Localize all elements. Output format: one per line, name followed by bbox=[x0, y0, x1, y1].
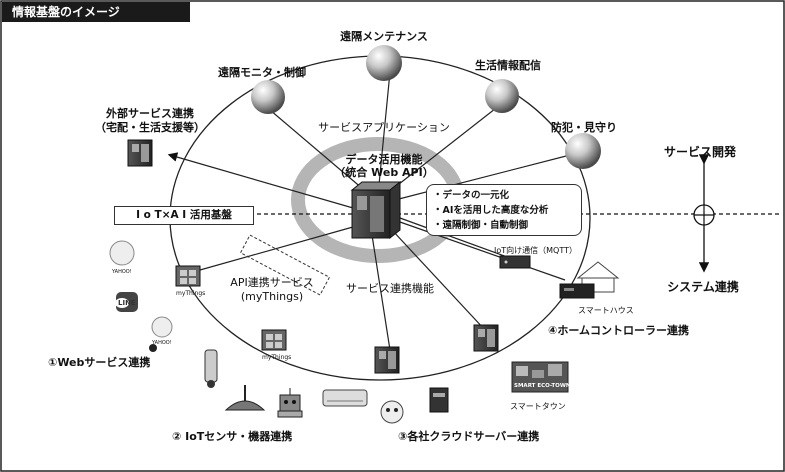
smart-town-icon bbox=[511, 361, 569, 393]
label-monitor: 遠隔モニタ・制御 bbox=[218, 66, 306, 79]
label-section-web: ①Webサービス連携 bbox=[48, 356, 151, 369]
label-service-link: サービス連携機能 bbox=[346, 282, 434, 295]
home-controller-icon bbox=[559, 283, 595, 299]
label-hub-1: データ活用機能 bbox=[345, 153, 423, 166]
spokes bbox=[167, 71, 571, 351]
hub-feature-list: ・データの一元化 ・AIを活用した高度な分析 ・遠隔制御・自動制御 bbox=[426, 184, 582, 236]
label-yahoo-2: YAHOO! bbox=[152, 340, 172, 346]
label-lifeinfo: 生活情報配信 bbox=[475, 59, 541, 72]
feature-item: ・AIを活用した高度な分析 bbox=[433, 205, 549, 216]
home-server bbox=[473, 324, 499, 352]
label-external-2: （宅配・生活支援等） bbox=[95, 121, 205, 134]
lamp-icon bbox=[224, 385, 266, 411]
hub-server bbox=[350, 180, 402, 240]
feature-item: ・遠隔制御・自動制御 bbox=[433, 220, 529, 231]
label-section-home: ④ホームコントローラー連携 bbox=[548, 324, 689, 337]
api-dashed-box bbox=[239, 234, 331, 296]
label-hub-2: （統合 Web API） bbox=[334, 166, 434, 179]
label-security: 防犯・見守り bbox=[551, 121, 617, 134]
label-smarttown-sign: SMART ECO-TOWN bbox=[514, 383, 571, 389]
external-server bbox=[127, 139, 153, 167]
mqtt-router-icon bbox=[499, 255, 531, 269]
label-smarttown: スマートタウン bbox=[510, 402, 566, 411]
yahoo-icon-2 bbox=[151, 316, 173, 338]
thermometer-icon bbox=[204, 349, 218, 388]
label-service-app: サービスアプリケーション bbox=[318, 121, 450, 134]
page-title: 情報基盤のイメージ bbox=[2, 2, 190, 22]
pepper-robot-icon bbox=[380, 400, 404, 424]
iot-platform-box: I o T×A I 活用基盤 bbox=[114, 206, 254, 225]
label-section-cloud: ③各社クラウドサーバー連携 bbox=[398, 430, 540, 443]
robot-icon bbox=[277, 388, 303, 418]
cloud-server bbox=[374, 346, 400, 374]
sphere-security bbox=[565, 133, 601, 169]
label-mythings-1: myThings bbox=[176, 290, 206, 297]
mythings-cube-1 bbox=[175, 265, 201, 287]
label-smarthouse: スマートハウス bbox=[578, 306, 634, 315]
yahoo-icon-1 bbox=[109, 240, 135, 266]
label-maintenance: 遠隔メンテナンス bbox=[340, 30, 428, 43]
label-external-1: 外部サービス連携 bbox=[106, 107, 194, 120]
label-api-2: (myThings) bbox=[240, 290, 304, 303]
label-service-dev: サービス開発 bbox=[663, 145, 737, 159]
label-api-1: API連携サービス bbox=[230, 276, 314, 289]
aircon-icon bbox=[322, 389, 368, 407]
label-line: LINE bbox=[118, 299, 136, 307]
label-mqtt: IoT向け通信（MQTT） bbox=[494, 246, 577, 255]
sphere-monitor bbox=[251, 80, 285, 114]
sphere-lifeinfo bbox=[485, 79, 519, 113]
mailbox-icon bbox=[429, 387, 449, 413]
label-mythings-2: myThings bbox=[262, 354, 292, 361]
label-yahoo-1: YAHOO! bbox=[112, 269, 132, 275]
mythings-cube-2 bbox=[261, 329, 287, 351]
feature-item: ・データの一元化 bbox=[433, 190, 510, 201]
label-system-link: システム連携 bbox=[667, 280, 739, 294]
sphere-maintenance bbox=[366, 45, 402, 81]
label-section-iot: ② IoTセンサ・機器連携 bbox=[172, 430, 293, 443]
